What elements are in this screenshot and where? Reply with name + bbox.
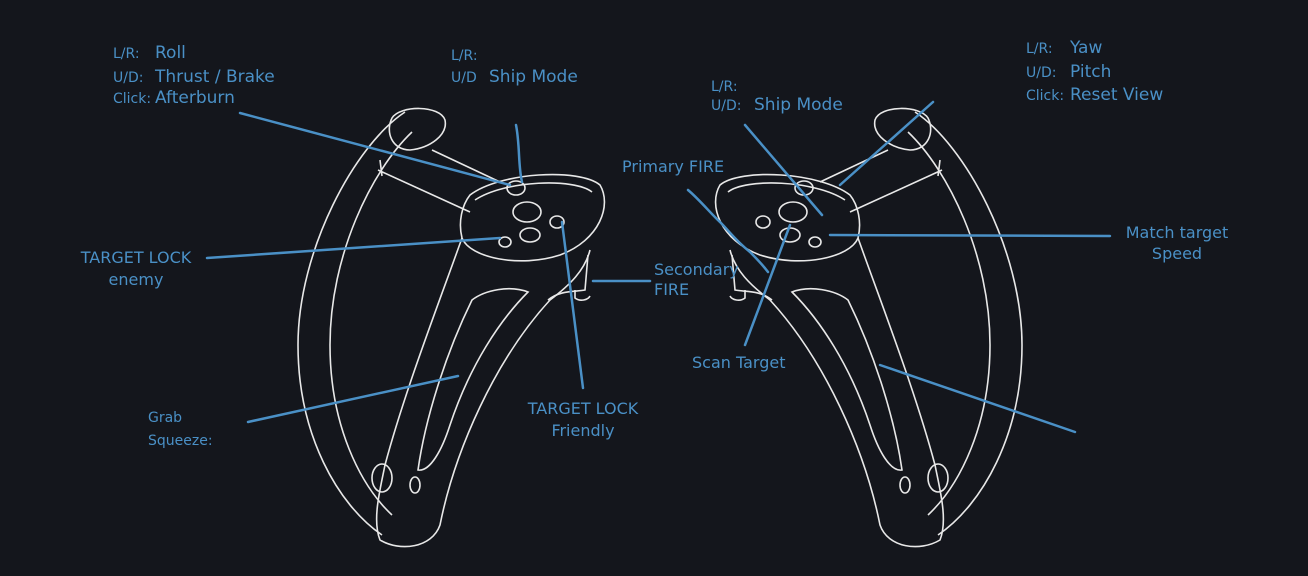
label-thrust: U/D:Thrust / Brake: [113, 67, 275, 87]
label-scan-target: Scan Target: [692, 353, 786, 372]
leader-match-speed: [828, 233, 1112, 238]
label-reset-view: Click:Reset View: [1026, 85, 1164, 105]
label-pitch: U/D:Pitch: [1026, 62, 1112, 82]
leader-scan-target: [743, 223, 792, 347]
leader-trackpad-left: [514, 123, 524, 184]
left-controller: [297, 107, 606, 548]
leader-grab: [246, 374, 460, 424]
label-afterburn: Click:Afterburn: [113, 88, 235, 108]
leader-target-lock-friendly: [560, 220, 585, 390]
label-ship-mode-right: U/D:Ship Mode: [711, 95, 843, 115]
leader-trackpad-right: [743, 123, 824, 217]
leader-primary-fire: [686, 188, 770, 274]
leader-thumbstick-left: [238, 111, 512, 187]
leader-target-lock-enemy: [205, 236, 502, 260]
label-trackpad-right-lr: L/R:: [711, 79, 738, 95]
label-trackpad-left-lr: L/R:: [451, 48, 478, 64]
leader-grab-right: [878, 363, 1077, 434]
right-controller: [714, 107, 1023, 548]
leader-thumbstick-right: [838, 100, 935, 187]
label-yaw: L/R:Yaw: [1026, 38, 1103, 58]
label-roll: L/R:Roll: [113, 43, 186, 63]
label-primary-fire: Primary FIRE: [622, 157, 725, 176]
